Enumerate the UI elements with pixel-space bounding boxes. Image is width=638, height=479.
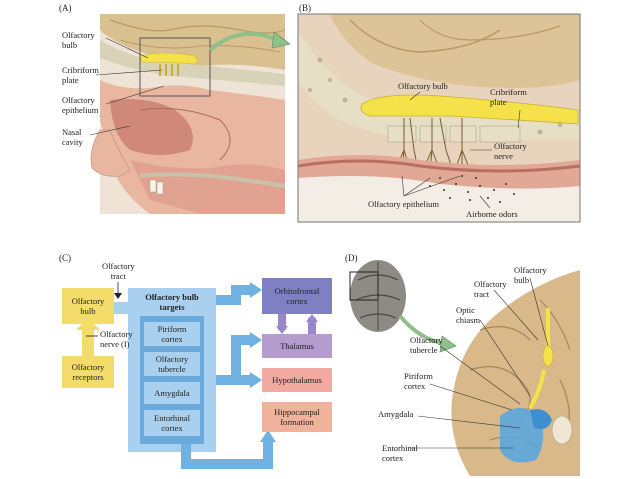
box-olfactory-receptors: Olfactory receptors (62, 356, 114, 388)
box-entorhinal-cortex: Entorhinal cortex (144, 410, 200, 436)
box-olfactory-bulb: Olfactory bulb (62, 288, 114, 324)
panel-d-label-entorhinal-cortex: Entorhinal cortex (382, 443, 418, 463)
panel-b-label-olfactory-bulb: Olfactory bulb (398, 81, 448, 91)
box-amygdala: Amygdala (144, 382, 200, 404)
panel-b-label-olfactory-epithelium: Olfactory epithelium (368, 199, 440, 209)
panel-b-letter: (B) (299, 3, 311, 13)
panel-d-label-olfactory-tract: Olfactory tract (474, 279, 507, 299)
panel-a-label-cribriform-plate: Cribriform plate (62, 65, 99, 85)
box-hippocampal-formation: Hippocampal formation (262, 402, 332, 432)
panel-b-label-airborne-odors: Airborne odors (466, 209, 518, 219)
panel-c-label-olfactory-tract: Olfactory tract (102, 261, 135, 281)
box-olfactory-tubercle: Olfactory tubercle (144, 352, 200, 376)
panel-d-letter: (D) (345, 253, 358, 263)
box-targets-title: Olfactory bulb targets (145, 292, 199, 312)
box-orbitofrontal-cortex: Orbitofrontal cortex (262, 278, 332, 314)
panel-b-label-olfactory-nerve: Olfactory nerve (494, 141, 527, 161)
panel-b-label-cribriform-plate: Cribriform plate (490, 87, 527, 107)
box-piriform-cortex: Piriform cortex (144, 322, 200, 346)
panel-d-label-olfactory-tubercle: Olfactory tubercle (410, 335, 443, 355)
panel-c-letter: (C) (59, 253, 71, 263)
box-hypothalamus: Hypothalamus (262, 368, 332, 392)
panel-d-label-amygdala: Amygdala (378, 409, 414, 419)
panel-a-label-nasal-cavity: Nasal cavity (62, 127, 83, 147)
panel-a-label-olfactory-epithelium: Olfactory epithelium (62, 95, 99, 115)
panel-a-label-olfactory-bulb: Olfactory bulb (62, 30, 95, 50)
box-thalamus: Thalamus (262, 334, 332, 358)
panel-d-label-piriform-cortex: Piriform cortex (404, 371, 433, 391)
panel-d-label-optic-chiasm: Optic chiasm (456, 305, 481, 325)
panel-a-letter: (A) (59, 3, 72, 13)
panel-c-label-olfactory-nerve: Olfactory nerve (I) (100, 329, 133, 349)
panel-d-label-olfactory-bulb: Olfactory bulb (514, 265, 547, 285)
